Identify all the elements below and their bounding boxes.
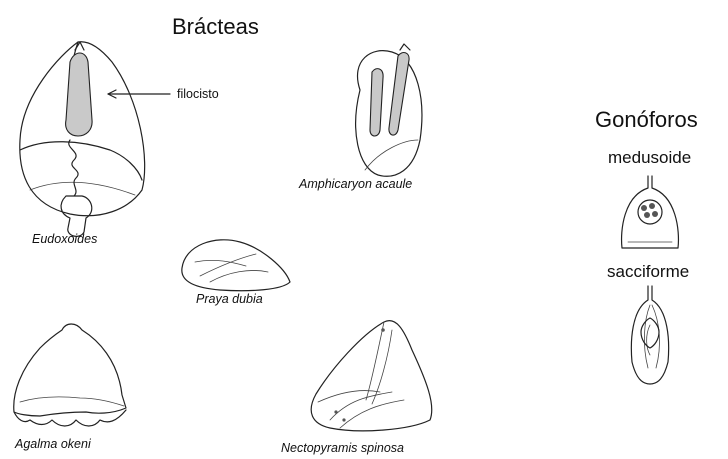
gonophore-type-label: medusoide	[608, 148, 691, 168]
specimen-caption: Praya dubia	[196, 292, 263, 306]
specimen-caption: Agalma okeni	[15, 437, 91, 451]
specimen-caption: Amphicaryon acaule	[299, 177, 412, 191]
specimen-caption: Eudoxoides	[32, 232, 97, 246]
amphicaryon-drawing	[356, 44, 422, 176]
specimen-caption: Nectopyramis spinosa	[281, 441, 404, 455]
medusoide-drawing	[622, 176, 679, 248]
praya-dubia-drawing	[182, 240, 290, 291]
figure-title: Brácteas	[172, 14, 259, 40]
filocisto-label: filocisto	[177, 87, 219, 101]
sacciforme-drawing	[631, 286, 668, 384]
nectopyramis-drawing	[311, 321, 432, 431]
gonophore-type-label: sacciforme	[607, 262, 689, 282]
gonophores-title: Gonóforos	[595, 107, 698, 133]
agalma-okeni-drawing	[14, 324, 126, 426]
eudoxoides-drawing	[20, 42, 145, 237]
